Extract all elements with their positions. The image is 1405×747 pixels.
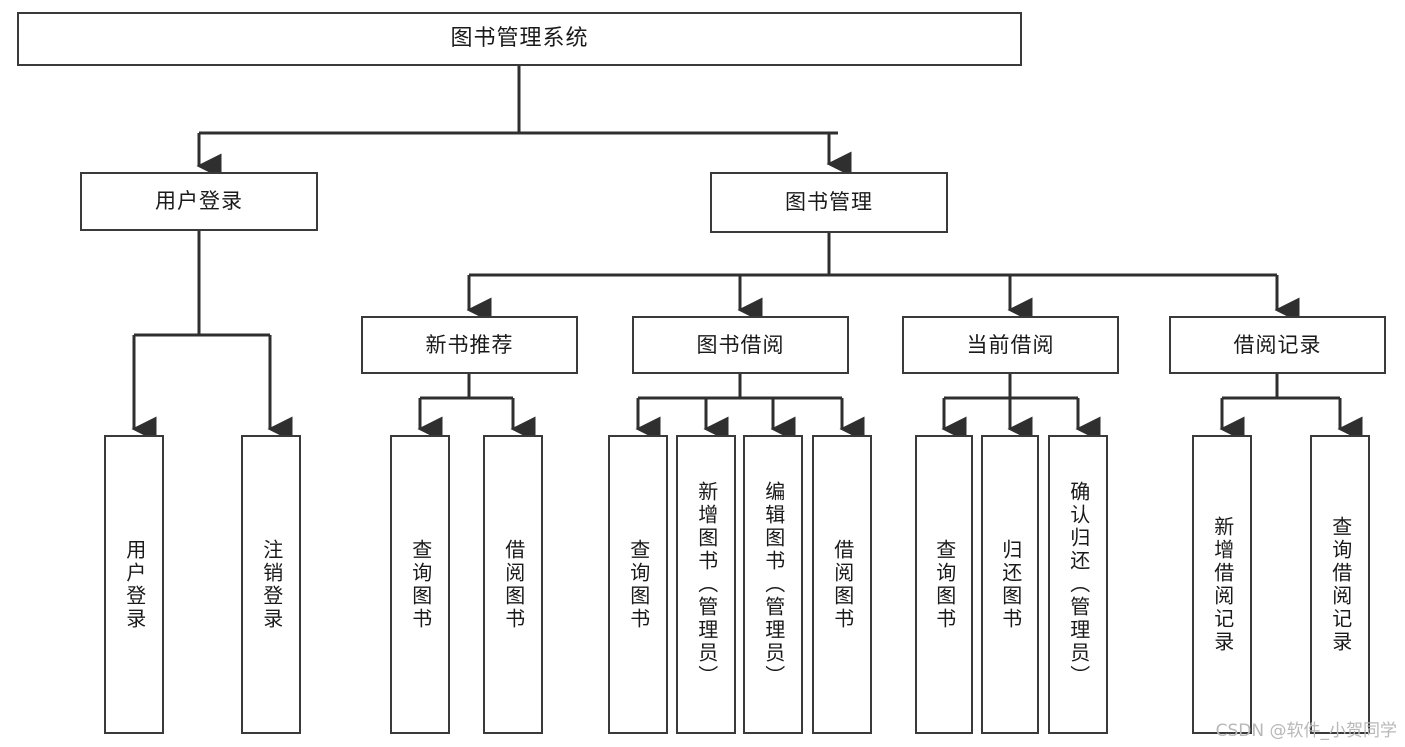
node-label: 新书推荐 — [425, 332, 514, 357]
leaf-confirm-return-admin[interactable]: 确认归还（管理员） — [1048, 435, 1108, 734]
node-book-management[interactable]: 图书管理 — [710, 172, 948, 233]
leaf-edit-book-admin[interactable]: 编辑图书（管理员） — [743, 435, 803, 734]
node-root-system[interactable]: 图书管理系统 — [17, 12, 1022, 66]
node-label: 借阅图书 — [830, 538, 855, 631]
leaf-user-login[interactable]: 用户登录 — [104, 435, 164, 734]
node-label: 图书管理系统 — [450, 26, 589, 52]
node-label: 图书借阅 — [696, 332, 785, 357]
node-borrow-records[interactable]: 借阅记录 — [1169, 316, 1386, 374]
node-label: 编辑图书（管理员） — [761, 481, 786, 688]
leaf-add-borrow-record[interactable]: 新增借阅记录 — [1192, 435, 1252, 734]
leaf-borrow-book[interactable]: 借阅图书 — [812, 435, 872, 734]
node-label: 查询图书 — [932, 538, 957, 631]
node-label: 用户登录 — [122, 538, 147, 631]
leaf-query-borrow-record[interactable]: 查询借阅记录 — [1310, 435, 1370, 734]
leaf-query-book-recommend[interactable]: 查询图书 — [390, 435, 450, 734]
node-label: 查询图书 — [408, 538, 433, 631]
node-label: 归还图书 — [998, 538, 1023, 631]
node-label: 查询图书 — [626, 538, 651, 631]
leaf-borrow-book-recommend[interactable]: 借阅图书 — [483, 435, 543, 734]
node-user-login[interactable]: 用户登录 — [80, 172, 318, 231]
node-label: 确认归还（管理员） — [1066, 481, 1091, 688]
node-label: 注销登录 — [259, 538, 284, 631]
node-label: 查询借阅记录 — [1328, 515, 1353, 654]
node-label: 新增图书（管理员） — [694, 481, 719, 688]
leaf-logout-login[interactable]: 注销登录 — [241, 435, 301, 734]
node-label: 借阅图书 — [501, 538, 526, 631]
leaf-query-book-borrow[interactable]: 查询图书 — [608, 435, 668, 734]
node-label: 新增借阅记录 — [1210, 515, 1235, 654]
leaf-add-book-admin[interactable]: 新增图书（管理员） — [676, 435, 736, 734]
node-label: 借阅记录 — [1233, 332, 1322, 357]
node-book-borrow[interactable]: 图书借阅 — [632, 316, 849, 374]
node-label: 当前借阅 — [966, 332, 1055, 357]
csdn-watermark: CSDN @软件_小贺同学 — [1215, 721, 1397, 741]
node-label: 用户登录 — [155, 189, 243, 214]
node-current-borrow[interactable]: 当前借阅 — [902, 316, 1119, 374]
leaf-query-book-current[interactable]: 查询图书 — [915, 435, 973, 734]
leaf-return-book[interactable]: 归还图书 — [981, 435, 1039, 734]
node-label: 图书管理 — [785, 190, 873, 215]
node-new-book-recommend[interactable]: 新书推荐 — [361, 316, 578, 374]
